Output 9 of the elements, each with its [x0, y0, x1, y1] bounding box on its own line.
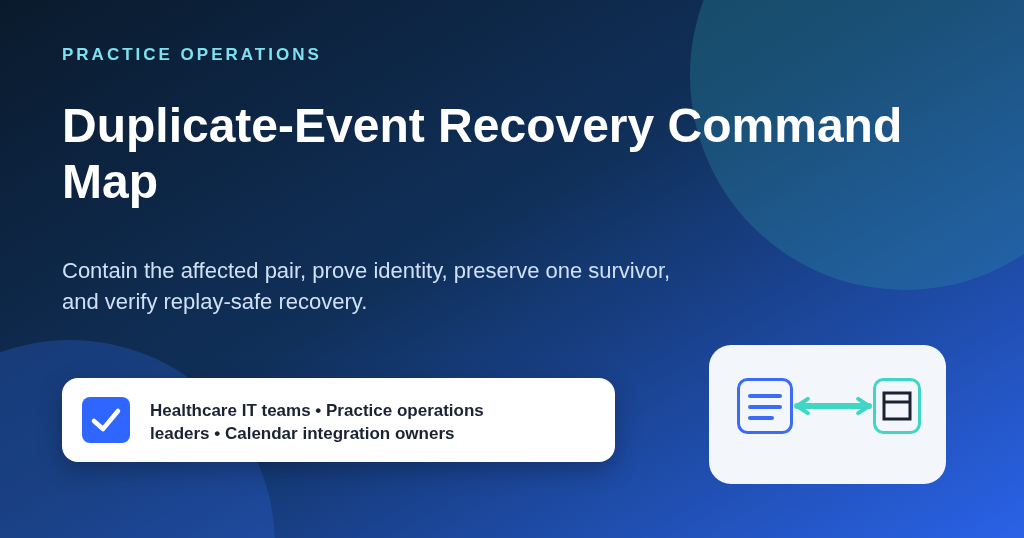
audience-card	[62, 378, 615, 462]
double-arrow	[794, 396, 872, 416]
audience-text: Healthcare IT teams • Practice operations leaders • Calendar integration owners	[150, 400, 485, 445]
subtitle-text: Contain the affected pair, prove identity, preserve one survivor, and verify replay-safe recovery.	[62, 257, 672, 316]
document-list-icon	[737, 378, 793, 434]
eyebrow-text: PRACTICE OPERATIONS	[62, 45, 322, 65]
window-icon	[873, 378, 921, 434]
icon-panel	[709, 345, 946, 484]
page-title: Duplicate-Event Recovery Command Map	[62, 98, 904, 210]
